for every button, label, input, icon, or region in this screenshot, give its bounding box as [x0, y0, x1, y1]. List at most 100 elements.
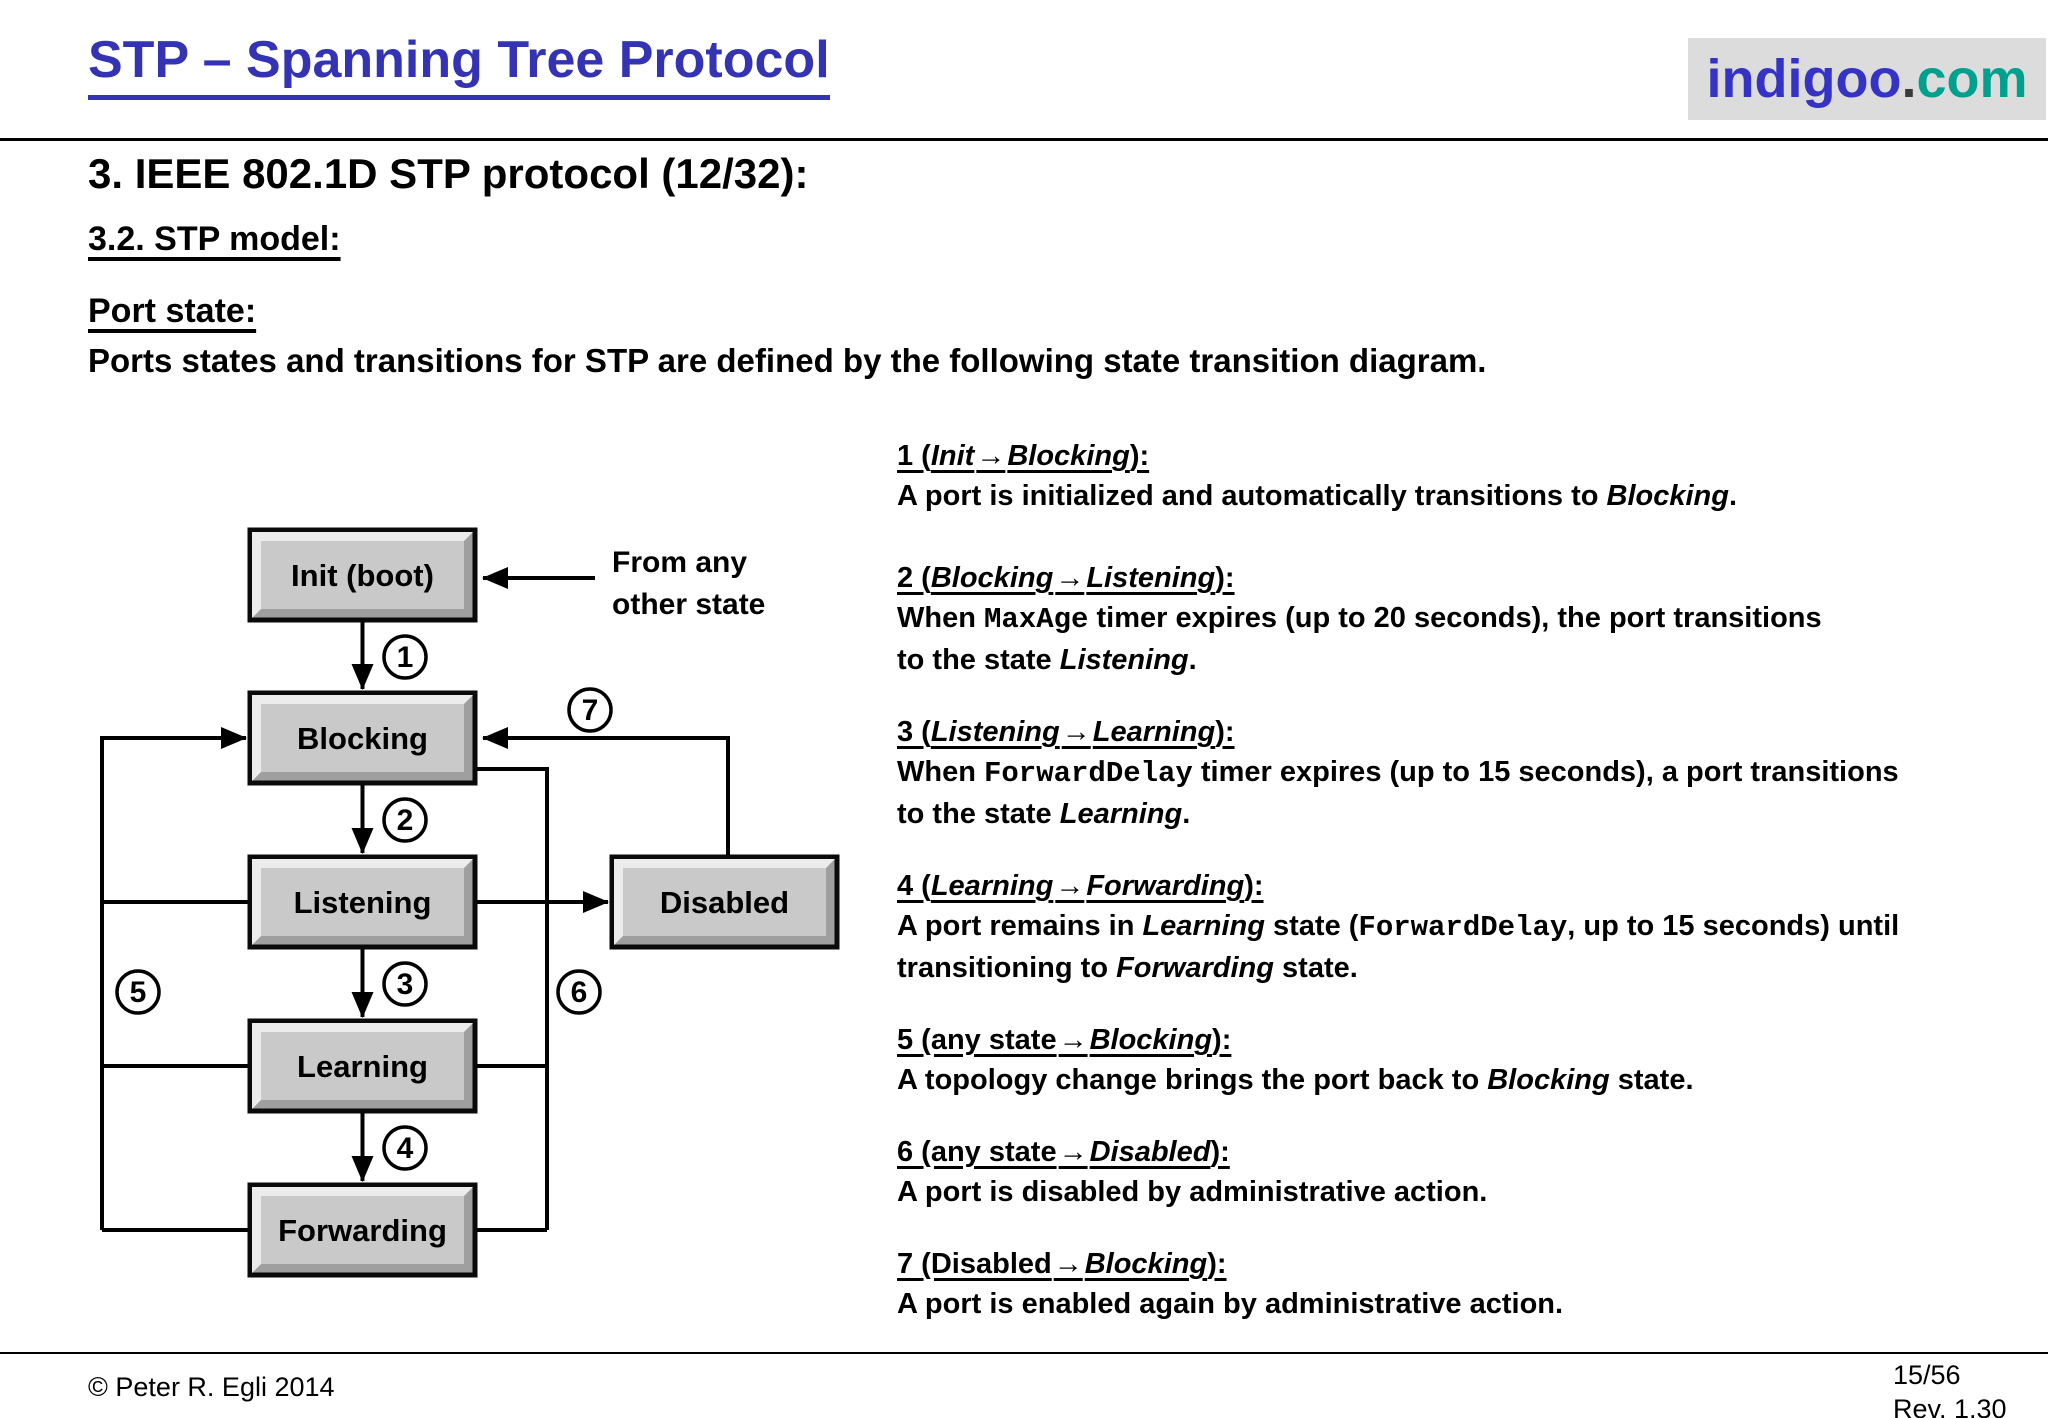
heading-run-text: ): [1212, 1024, 1232, 1056]
topic-heading: Port state: [88, 292, 257, 330]
body-run-text: timer expires (up to 15 seconds), a port… [1192, 756, 1899, 788]
heading-run-text: ): [1215, 716, 1235, 748]
heading-run-arrow-icon: → [1053, 1248, 1083, 1280]
body-run-text: A port is initialized and automatically … [897, 480, 1607, 512]
heading-run-text: 4 ( [897, 870, 931, 902]
heading-run-text: ): [1129, 440, 1150, 472]
heading-run-arrow-icon: → [1061, 716, 1091, 748]
body-run-code: ForwardDelay [984, 757, 1193, 790]
revision-number: Rev. 1.30 [1893, 1394, 2007, 1418]
from-any-label-line1: From any [612, 546, 747, 579]
transition-body-line: When MaxAge timer expires (up to 20 seco… [897, 598, 2048, 640]
transition-number-6: 6 [556, 969, 602, 1015]
transition-number-4: 4 [382, 1125, 428, 1171]
transition-number-label: 2 [397, 804, 414, 837]
transition-body-line: to the state Listening. [897, 640, 2048, 680]
heading-run-text: 5 (any state [897, 1024, 1057, 1056]
transition-number-label: 3 [397, 968, 414, 1001]
logo-dot: . [1901, 49, 1917, 109]
heading-run-state: Blocking [1089, 1024, 1213, 1056]
slide-title-text: STP – Spanning Tree Protocol [88, 30, 830, 100]
heading-run-state: Blocking [930, 562, 1054, 594]
body-run-text: timer expires (up to 20 seconds), the po… [1088, 602, 1822, 634]
body-run-text: When [897, 756, 984, 788]
transition-body-line: A topology change brings the port back t… [897, 1060, 2048, 1100]
transition-body-line: to the state Learning. [897, 794, 2048, 834]
transition-number-label: 6 [571, 976, 588, 1009]
state-box-disabled: Disabled [609, 854, 840, 950]
transition-body-line: A port remains in Learning state (Forwar… [897, 906, 2048, 948]
transition-heading-6: 6 (any state→Disabled): [897, 1132, 1230, 1172]
body-run-text: . [1188, 644, 1197, 676]
transition-note-5: 5 (any state→Blocking):A topology change… [897, 1020, 2048, 1100]
state-label: Listening [294, 885, 432, 920]
transition-notes: 1 (Init→Blocking):A port is initialized … [897, 436, 2048, 1356]
body-run-state: Blocking [1487, 1064, 1610, 1096]
body-run-state: Listening [1059, 644, 1189, 676]
body-run-code: ForwardDelay [1358, 911, 1568, 944]
body-run-state: Blocking [1606, 480, 1729, 512]
footer-divider [0, 1352, 2048, 1354]
transition-heading-5: 5 (any state→Blocking): [897, 1020, 1231, 1060]
heading-run-arrow-icon: → [1055, 870, 1085, 902]
transition-number-label: 1 [397, 641, 414, 674]
transition-note-2: 2 (Blocking→Listening):When MaxAge timer… [897, 558, 2048, 680]
body-run-text: transitioning to [897, 952, 1117, 984]
state-box-listening: Listening [247, 854, 478, 950]
transition-note-1: 1 (Init→Blocking):A port is initialized … [897, 436, 2048, 516]
heading-run-text: ): [1207, 1248, 1227, 1280]
transition-6-collector [475, 767, 549, 1230]
transition-number-2: 2 [382, 797, 428, 843]
header-divider [0, 138, 2048, 141]
indigoo-logo: indigoo.com [1688, 38, 2046, 120]
copyright-text: © Peter R. Egli 2014 [88, 1372, 335, 1402]
heading-run-text: ): [1215, 562, 1235, 594]
body-run-text: When [897, 602, 984, 634]
heading-run-text: ): [1210, 1136, 1230, 1168]
body-run-text: to the state [897, 644, 1060, 676]
transition-number-circles: 1 2 3 4 5 6 7 [115, 634, 613, 1171]
body-run-text: to the state [897, 798, 1060, 830]
transition-number-3: 3 [382, 961, 428, 1007]
heading-run-state: Blocking [1084, 1248, 1208, 1280]
heading-run-state: Blocking [1007, 440, 1130, 472]
transition-heading-1: 1 (Init→Blocking): [897, 436, 1149, 476]
body-run-state: Learning [1142, 910, 1265, 942]
heading-run-state: Init [930, 440, 975, 472]
heading-run-arrow-icon: → [1058, 1024, 1088, 1056]
transition-body-line: A port is disabled by administrative act… [897, 1172, 2048, 1212]
heading-run-state: Learning [930, 870, 1054, 902]
slide-title: STP – Spanning Tree Protocol [88, 30, 830, 100]
transition-body-line: transitioning to Forwarding state. [897, 948, 2048, 988]
heading-run-text: 2 ( [897, 562, 931, 594]
heading-run-text: 1 ( [897, 440, 931, 472]
transition-number-5: 5 [115, 969, 161, 1015]
transition-heading-3: 3 (Listening→Learning): [897, 712, 1235, 752]
page-number: 15/56 [1893, 1360, 1961, 1390]
body-run-code: MaxAge [984, 603, 1089, 636]
diagram-connectors [100, 567, 730, 1232]
body-run-text: A port is enabled again by administrativ… [897, 1288, 1564, 1320]
body-run-text: A port is disabled by administrative act… [897, 1176, 1488, 1208]
state-label: Blocking [297, 721, 428, 756]
body-run-text: , up to 15 seconds) until [1567, 910, 1900, 942]
transition-body-line: A port is enabled again by administrativ… [897, 1284, 2048, 1324]
transition-number-label: 7 [582, 694, 599, 727]
state-label: Learning [297, 1049, 428, 1084]
transition-body-line: When ForwardDelay timer expires (up to 1… [897, 752, 2048, 794]
transition-heading-4: 4 (Learning→Forwarding): [897, 866, 1264, 906]
heading-run-arrow-icon: → [976, 440, 1006, 472]
heading-run-state: Listening [930, 716, 1060, 748]
heading-run-text: 6 (any state [897, 1136, 1057, 1168]
body-run-state: Learning [1059, 798, 1183, 830]
subsection-heading: 3.2. STP model: [88, 220, 341, 258]
heading-run-state: Learning [1092, 716, 1216, 748]
transition-7-arrow [482, 727, 730, 857]
transition-number-label: 4 [397, 1132, 414, 1165]
from-any-label-line2: other state [612, 588, 765, 621]
logo-name: indigoo [1706, 49, 1902, 109]
body-run-text: A topology change brings the port back t… [897, 1064, 1488, 1096]
transition-heading-2: 2 (Blocking→Listening): [897, 558, 1235, 598]
transition-heading-7: 7 (Disabled→Blocking): [897, 1244, 1227, 1284]
